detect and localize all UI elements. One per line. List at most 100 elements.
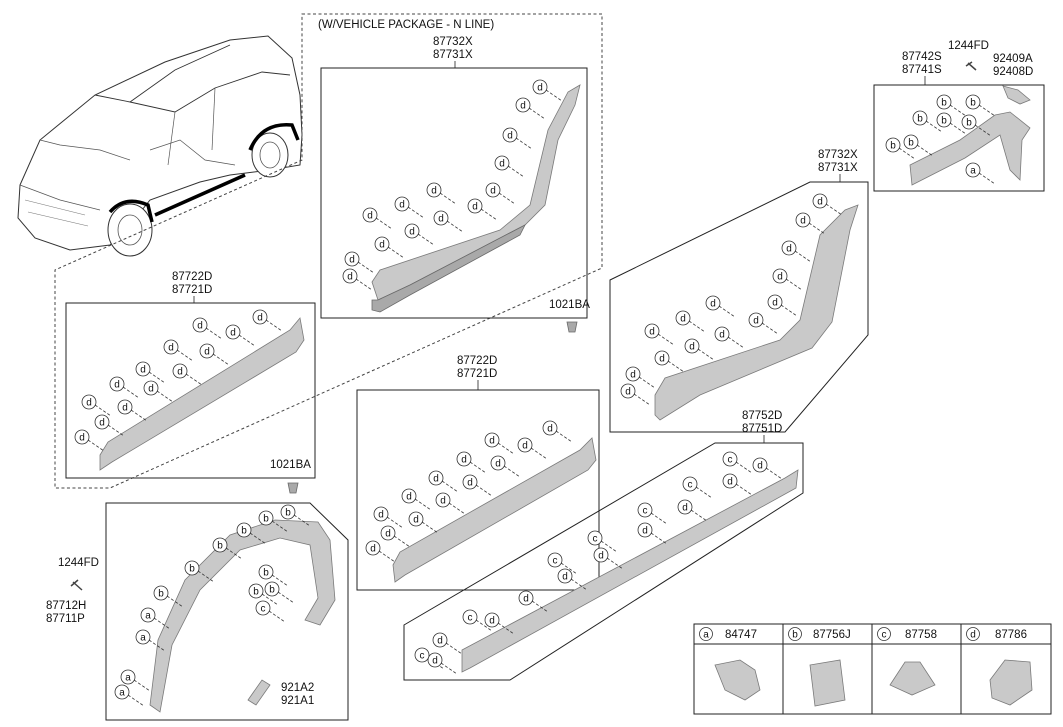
legend: a 84747 b 87756J c 87758 d 87786 <box>693 623 1052 715</box>
callout-a: a <box>135 629 151 645</box>
callout-d: d <box>172 363 188 379</box>
callout-leader <box>606 557 624 570</box>
callout-d: d <box>490 455 506 471</box>
callout-leader <box>974 124 992 137</box>
callout-d: d <box>373 506 389 522</box>
svg-text:c: c <box>553 556 558 567</box>
callout-d: d <box>252 309 268 325</box>
callout-leader <box>439 192 457 205</box>
callout-d: d <box>517 437 533 453</box>
box-top-center <box>320 67 588 319</box>
box-center-sill <box>356 389 600 591</box>
part-number-87752d: 87752D <box>742 410 782 422</box>
svg-text:d: d <box>719 330 725 341</box>
callout-leader <box>393 535 411 548</box>
svg-text:d: d <box>370 544 376 555</box>
part-number-87731x-right: 87731X <box>818 162 858 174</box>
vehicle-illustration <box>17 35 303 257</box>
callout-d: d <box>705 295 721 311</box>
callout-b: b <box>936 94 952 110</box>
svg-text:d: d <box>472 202 478 213</box>
callout-d: d <box>342 268 358 284</box>
callout-d: d <box>435 492 451 508</box>
callout-d: d <box>675 310 691 326</box>
callout-leader <box>265 319 283 332</box>
callout-d: d <box>462 474 478 490</box>
callout-leader <box>212 353 230 366</box>
svg-text:d: d <box>772 298 778 309</box>
svg-text:d: d <box>682 503 688 514</box>
callout-leader <box>825 203 843 216</box>
callout-leader <box>600 540 618 553</box>
callout-leader <box>978 172 996 185</box>
callout-d: d <box>772 268 788 284</box>
svg-text:b: b <box>285 508 291 519</box>
callout-leader <box>545 89 563 102</box>
callout-d: d <box>748 312 764 328</box>
svg-text:c: c <box>420 651 425 662</box>
callout-leader <box>148 639 166 652</box>
callout-leader <box>357 261 375 274</box>
callout-d: d <box>365 540 381 556</box>
svg-text:d: d <box>625 387 631 398</box>
callout-leader <box>440 662 458 675</box>
box-long-sill <box>403 442 804 681</box>
callout-c: c <box>587 530 603 546</box>
group-right-mid: 87732X 87731X 1021BA <box>549 149 869 433</box>
callout-b: b <box>885 137 901 153</box>
svg-text:d: d <box>413 515 419 526</box>
callout-leader <box>475 619 493 632</box>
part-number-87741s: 87741S <box>902 64 942 76</box>
callout-d: d <box>143 380 159 396</box>
callout-leader <box>650 512 668 525</box>
svg-text:c: c <box>261 604 266 615</box>
callout-leader <box>153 617 171 630</box>
callout-d: d <box>677 499 693 515</box>
callout-leader <box>87 439 105 452</box>
part-number-87722d-center: 87722D <box>457 355 497 367</box>
svg-text:d: d <box>800 216 806 227</box>
callout-d: d <box>401 488 417 504</box>
callout-d: d <box>362 207 378 223</box>
callout-leader <box>657 333 675 346</box>
package-outline <box>54 13 603 489</box>
callout-leader <box>414 498 432 511</box>
callout-leader <box>133 679 151 692</box>
svg-text:c: c <box>688 480 693 491</box>
callout-leader <box>156 390 174 403</box>
svg-text:b: b <box>890 141 896 152</box>
callout-leader <box>528 107 546 120</box>
svg-text:d: d <box>659 354 665 365</box>
svg-text:d: d <box>114 380 120 391</box>
callout-d: d <box>135 361 151 377</box>
callout-leader <box>794 250 812 263</box>
callout-c: c <box>414 647 430 663</box>
part-number-1021ba-right: 1021BA <box>549 299 590 311</box>
part-number-87721d-center: 87721D <box>457 368 497 380</box>
callout-d: d <box>427 652 443 668</box>
legend-item-a: a 84747 <box>699 627 761 701</box>
callout-leader <box>441 480 459 493</box>
svg-text:d: d <box>204 347 210 358</box>
callout-leader <box>765 467 783 480</box>
callout-d: d <box>654 350 670 366</box>
callout-leader <box>560 562 578 575</box>
svg-text:b: b <box>792 630 798 641</box>
svg-text:d: d <box>379 240 385 251</box>
legend-part-84747: 84747 <box>725 629 757 641</box>
callout-leader <box>166 595 184 608</box>
svg-text:d: d <box>507 131 513 142</box>
legend-part-87786: 87786 <box>995 629 1027 641</box>
svg-text:d: d <box>99 418 105 429</box>
callout-d: d <box>714 326 730 342</box>
callout-leader <box>916 144 934 157</box>
svg-text:d: d <box>757 461 763 472</box>
svg-text:c: c <box>728 455 733 466</box>
callout-leader <box>386 516 404 529</box>
callout-c: c <box>682 476 698 492</box>
callout-leader <box>445 642 463 655</box>
callout-d: d <box>404 223 420 239</box>
legend-part-87756j: 87756J <box>813 629 851 641</box>
part-number-87732x-right: 87732X <box>818 149 858 161</box>
